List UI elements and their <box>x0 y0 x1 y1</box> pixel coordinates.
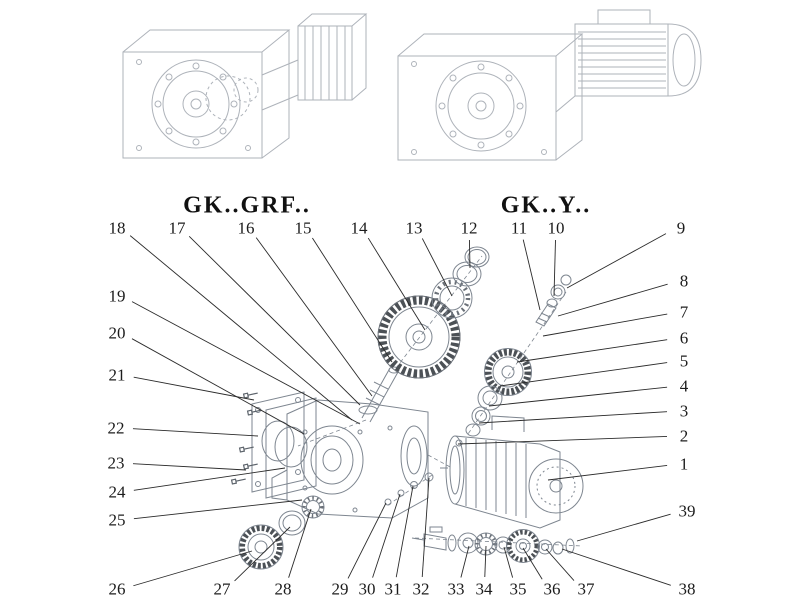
leader-line-8 <box>557 283 668 317</box>
part-callout-21: 21 <box>108 365 126 385</box>
part-callout-12: 12 <box>460 218 478 238</box>
part-callout-13: 13 <box>405 218 423 238</box>
gearbox-grf-drawing <box>122 13 368 159</box>
leader-line-15 <box>312 237 393 363</box>
part-callout-31: 31 <box>384 579 402 599</box>
part-callout-24: 24 <box>108 482 126 502</box>
motor-drawing <box>440 415 584 529</box>
exploded-view-drawing <box>230 246 584 570</box>
leader-line-18 <box>129 235 353 421</box>
part-callout-17: 17 <box>168 218 186 238</box>
leader-line-25 <box>133 499 303 520</box>
leader-line-22 <box>132 428 259 437</box>
leader-line-34 <box>484 545 487 578</box>
leader-line-10 <box>553 239 556 297</box>
leader-line-14 <box>367 237 426 331</box>
part-callout-19: 19 <box>108 286 126 306</box>
top-rings-drawing <box>452 246 490 287</box>
leader-line-35 <box>503 546 514 578</box>
part-callout-25: 25 <box>108 510 126 530</box>
part-callout-1: 1 <box>679 454 689 474</box>
part-callout-7: 7 <box>679 302 689 322</box>
part-callout-38: 38 <box>678 579 696 599</box>
leader-line-11 <box>522 239 541 311</box>
part-callout-34: 34 <box>475 579 493 599</box>
leader-line-37 <box>545 548 575 581</box>
top-bearing-drawing <box>431 277 473 319</box>
leader-line-6 <box>516 339 668 363</box>
lower-left-parts-drawing <box>238 495 325 570</box>
leader-line-24 <box>133 467 286 491</box>
part-callout-36: 36 <box>543 579 561 599</box>
part-callout-8: 8 <box>679 271 689 291</box>
leader-line-20 <box>131 338 305 435</box>
leader-line-4 <box>488 386 668 407</box>
leader-line-19 <box>131 301 361 425</box>
leader-line-28 <box>288 508 312 578</box>
leader-line-27 <box>234 526 291 582</box>
model-label-grf: GK..GRF.. <box>183 192 311 219</box>
part-callout-23: 23 <box>107 453 125 473</box>
part-callout-20: 20 <box>108 323 126 343</box>
leader-line-21 <box>133 376 255 401</box>
part-callout-33: 33 <box>447 579 465 599</box>
leader-line-1 <box>547 464 668 481</box>
part-callout-10: 10 <box>547 218 565 238</box>
leader-line-29 <box>347 502 387 579</box>
part-callout-29: 29 <box>331 579 349 599</box>
leader-line-7 <box>542 313 668 337</box>
leader-line-13 <box>421 238 453 297</box>
leader-line-32 <box>421 477 430 578</box>
leader-line-39 <box>576 513 671 542</box>
leader-line-36 <box>522 547 543 580</box>
leader-line-12 <box>468 239 471 269</box>
leader-line-26 <box>133 550 253 587</box>
leader-lines-layer <box>129 233 671 587</box>
leader-line-33 <box>460 545 470 578</box>
part-callout-16: 16 <box>237 218 255 238</box>
leader-line-3 <box>478 411 668 424</box>
output-shaft-drawing <box>411 526 575 563</box>
leader-line-17 <box>188 236 361 406</box>
part-callout-30: 30 <box>358 579 376 599</box>
model-label-y: GK..Y.. <box>500 192 592 219</box>
main-gear-drawing <box>377 295 461 379</box>
input-shaft-drawing <box>361 366 400 423</box>
small-fasteners-drawing <box>384 472 434 506</box>
part-callout-27: 27 <box>213 579 231 599</box>
leader-line-31 <box>395 485 414 578</box>
part-callout-15: 15 <box>294 218 312 238</box>
part-callout-28: 28 <box>274 579 292 599</box>
leader-line-38 <box>561 548 671 586</box>
part-callout-5: 5 <box>679 351 689 371</box>
part-callout-22: 22 <box>107 418 125 438</box>
leader-line-23 <box>132 463 247 471</box>
part-callout-3: 3 <box>679 401 689 421</box>
assembly-axes <box>297 255 583 547</box>
part-callout-26: 26 <box>108 579 126 599</box>
part-callout-11: 11 <box>510 218 528 238</box>
part-callout-4: 4 <box>679 376 689 396</box>
part-callout-18: 18 <box>108 218 126 238</box>
cover-bolts-drawing <box>230 392 262 485</box>
part-callout-39: 39 <box>678 501 696 521</box>
gearbox-y-drawing <box>397 9 702 161</box>
part-callout-2: 2 <box>679 426 689 446</box>
cover-plate-drawing <box>251 391 317 499</box>
leader-line-9 <box>566 233 667 289</box>
part-callout-14: 14 <box>350 218 368 238</box>
leader-line-2 <box>457 435 668 445</box>
part-callout-9: 9 <box>676 218 686 238</box>
leader-line-16 <box>255 237 373 397</box>
part-callout-32: 32 <box>412 579 430 599</box>
bevel-pinion-drawing <box>535 274 572 327</box>
part-callout-35: 35 <box>509 579 527 599</box>
part-callout-6: 6 <box>679 328 689 348</box>
part-callout-37: 37 <box>577 579 595 599</box>
right-gear-train-drawing <box>465 348 532 437</box>
leader-line-30 <box>372 493 401 578</box>
leader-line-5 <box>499 362 668 387</box>
